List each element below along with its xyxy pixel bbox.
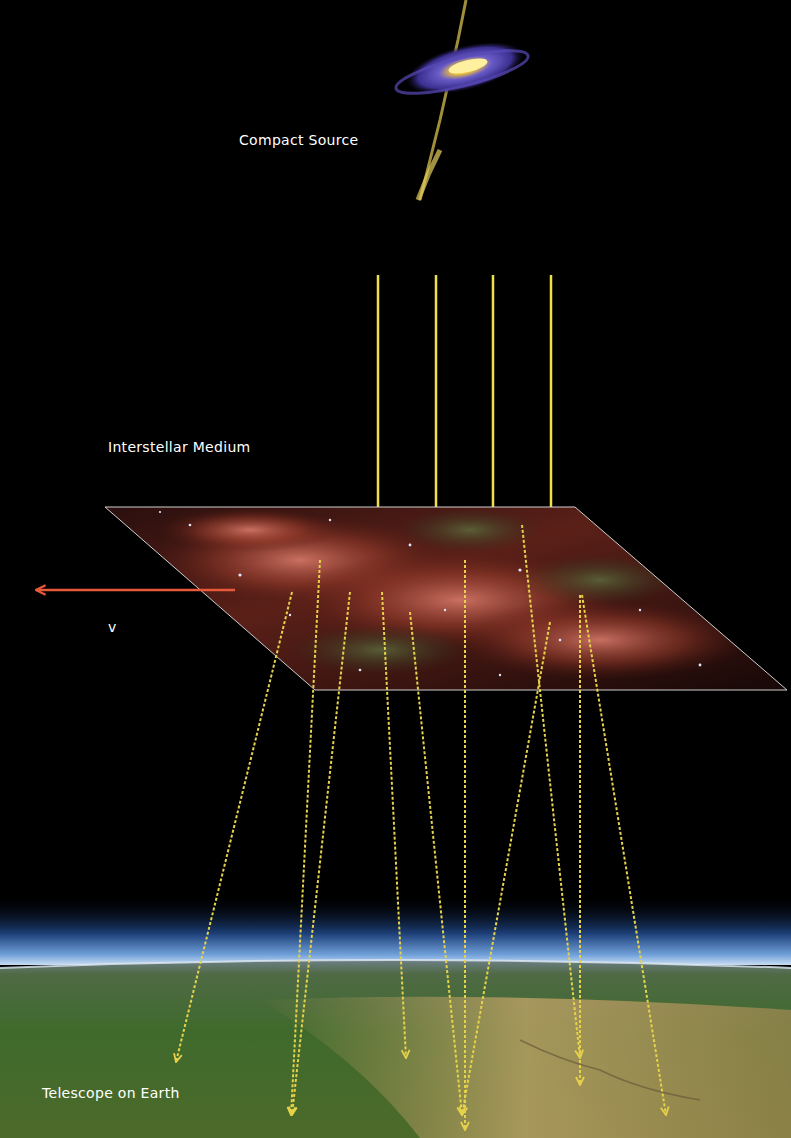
velocity-arrow: [36, 589, 235, 592]
scattered-ray: [291, 560, 320, 1115]
ground: [0, 960, 791, 1138]
stars: [159, 511, 702, 676]
star: [238, 573, 241, 576]
star: [444, 609, 446, 611]
telescope-label: Telescope on Earth: [42, 1084, 180, 1102]
scattered-ray: [522, 525, 580, 1058]
nebula-texture: [150, 508, 750, 680]
star: [329, 519, 331, 521]
scattered-ray: [410, 612, 462, 1115]
star: [499, 674, 501, 676]
earth-surface: [0, 895, 791, 1138]
jet: [420, 0, 466, 200]
star: [699, 664, 702, 667]
nebula-cloud: [160, 508, 340, 552]
scattered-ray: [462, 622, 550, 1115]
river: [520, 1040, 700, 1100]
jet-knot: [418, 150, 440, 200]
scattered-rays: [176, 525, 666, 1130]
source-label: Compact Source: [239, 131, 358, 149]
scattered-ray: [579, 595, 581, 1085]
star: [518, 568, 521, 571]
scattered-ray: [176, 592, 292, 1062]
nebula-cloud: [450, 600, 750, 680]
star: [159, 511, 161, 513]
disk-rim: [393, 42, 532, 102]
star: [559, 639, 562, 642]
scattered-ray: [292, 592, 350, 1115]
velocity-label: v: [108, 618, 117, 636]
atmosphere-glow: [0, 895, 791, 965]
star: [639, 609, 641, 611]
arid-land: [260, 997, 791, 1138]
scattered-ray: [464, 560, 466, 1130]
star: [189, 524, 192, 527]
star: [409, 544, 412, 547]
compact-source-figure: [393, 0, 532, 200]
interstellar-medium-plane: [105, 507, 787, 690]
scattered-ray: [382, 592, 406, 1058]
disk-core: [447, 55, 489, 76]
nebula-cloud: [520, 555, 680, 605]
star: [289, 614, 291, 616]
horizon: [0, 960, 791, 968]
plane-outline: [105, 507, 787, 690]
medium-plane: [105, 507, 787, 690]
medium-label: Interstellar Medium: [108, 438, 251, 456]
nebula-cloud: [400, 508, 540, 552]
scattered-ray: [582, 595, 666, 1115]
star: [359, 669, 362, 672]
